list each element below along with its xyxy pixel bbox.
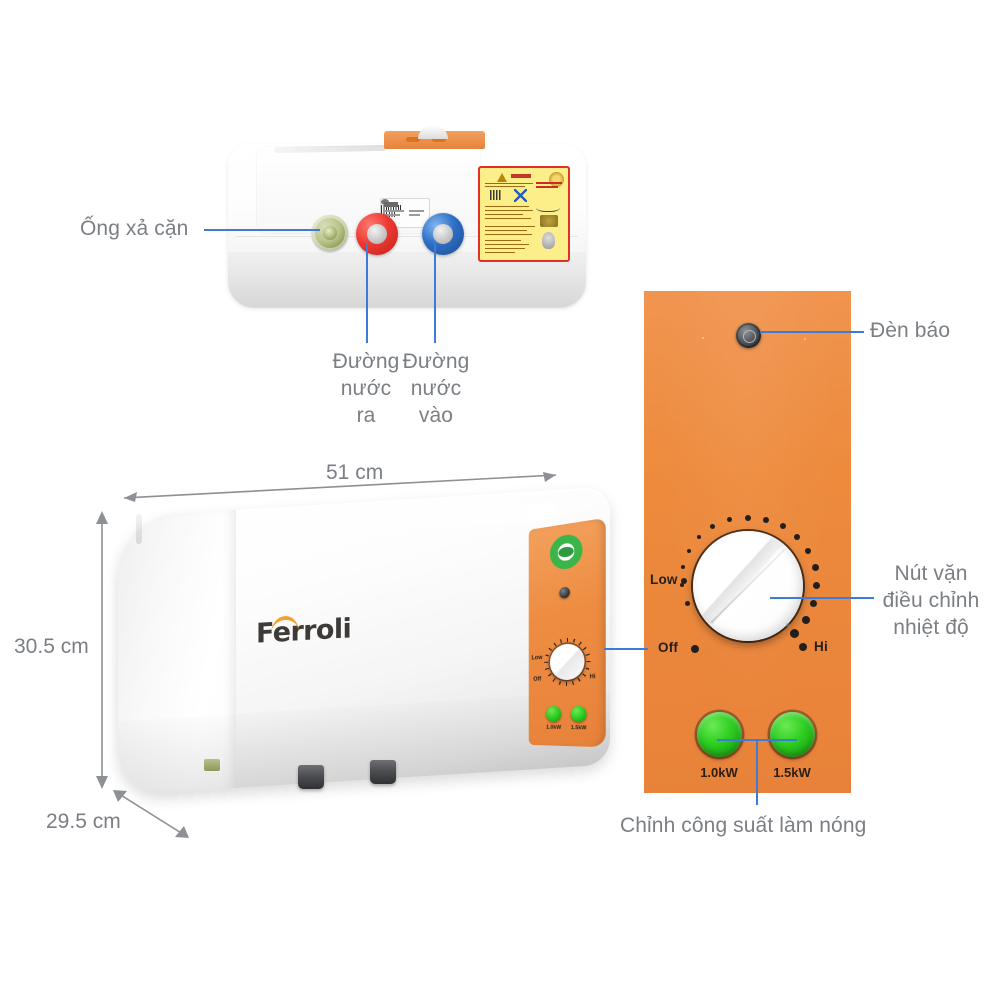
callout-water-out: Đường nước ra — [332, 350, 400, 427]
panel-speck — [702, 337, 704, 339]
power-button-1-5kw-label: 1.5kW — [773, 765, 811, 780]
top-orange-strip — [384, 131, 485, 149]
power-button-1-0kw[interactable] — [697, 712, 742, 757]
pipe-stub-right — [370, 760, 396, 784]
drain-port — [312, 215, 348, 251]
cold-water-inlet-port — [422, 213, 464, 255]
leader-drain — [204, 229, 320, 231]
dimension-width-arrow — [123, 472, 557, 502]
heater-control-face: Low Off Hi 1.0kW 1.5kW — [528, 517, 606, 748]
knob-label-low: Low — [650, 572, 678, 587]
dimension-depth-arrow — [113, 790, 189, 838]
dimension-width-label: 51 cm — [326, 461, 384, 484]
mini-power-button-1-5kw[interactable] — [570, 705, 587, 723]
callout-drain-pipe: Ống xả cặn — [80, 217, 189, 240]
leader-temp-knob — [770, 597, 874, 599]
green-seal-sticker — [549, 532, 583, 571]
temperature-knob[interactable] — [693, 531, 803, 641]
mini-knob-label-low: Low — [531, 655, 543, 662]
warning-sticker — [478, 166, 570, 262]
callout-power-setting: Chỉnh công suất làm nóng — [620, 814, 867, 837]
knob-dot-hi — [799, 643, 807, 651]
heater-main-view: Ferroli Low Off Hi 1.0kW 1.5kW — [108, 486, 628, 808]
mini-power-button-1-0kw-label: 1.0kW — [546, 724, 562, 731]
leader-indicator-lamp — [760, 331, 864, 333]
mini-indicator-lamp[interactable] — [559, 586, 570, 599]
power-button-1-0kw-label: 1.0kW — [700, 765, 738, 780]
brand-logo: Ferroli — [256, 613, 352, 650]
leader-water-in — [434, 243, 436, 343]
dimension-height-arrow — [96, 511, 108, 789]
mini-knob-label-off: Off — [533, 676, 542, 683]
mini-knob-label-hi: Hi — [589, 674, 596, 681]
shell-seam — [236, 236, 578, 237]
knob-dot-off — [691, 645, 699, 653]
pipe-stub-left — [298, 765, 324, 789]
top-knob-silhouette — [418, 126, 448, 139]
callout-water-in: Đường nước vào — [402, 350, 470, 427]
callout-temperature-knob: Nút vặn điều chỉnh nhiệt độ — [882, 562, 980, 639]
leader-water-out — [366, 243, 368, 343]
knob-label-off: Off — [658, 640, 679, 655]
control-panel-closeup: Low Off Hi 1.0kW 1.5kW — [644, 291, 851, 793]
indicator-lamp[interactable] — [736, 323, 761, 348]
panel-speck — [804, 338, 806, 340]
shell-cap-line — [136, 513, 142, 545]
knob-tick-ring — [674, 512, 822, 660]
mini-power-button-1-0kw[interactable] — [546, 706, 562, 722]
knob-dot-low — [681, 578, 687, 584]
mini-power-button-1-5kw-label: 1.5kW — [570, 725, 587, 732]
temperature-knob-assembly[interactable] — [674, 512, 822, 660]
leader-face-to-panel — [604, 648, 648, 650]
hot-water-outlet-port — [356, 213, 398, 255]
dimension-depth-label: 29.5 cm — [46, 810, 121, 833]
knob-label-hi: Hi — [814, 639, 828, 654]
leader-power-buttons-v — [756, 739, 758, 805]
drain-stub — [204, 759, 220, 771]
callout-indicator-lamp: Đèn báo — [870, 319, 951, 342]
heater-bottom-view — [228, 126, 586, 324]
power-button-1-5kw[interactable] — [770, 712, 815, 757]
dimension-height-label: 30.5 cm — [14, 635, 89, 658]
